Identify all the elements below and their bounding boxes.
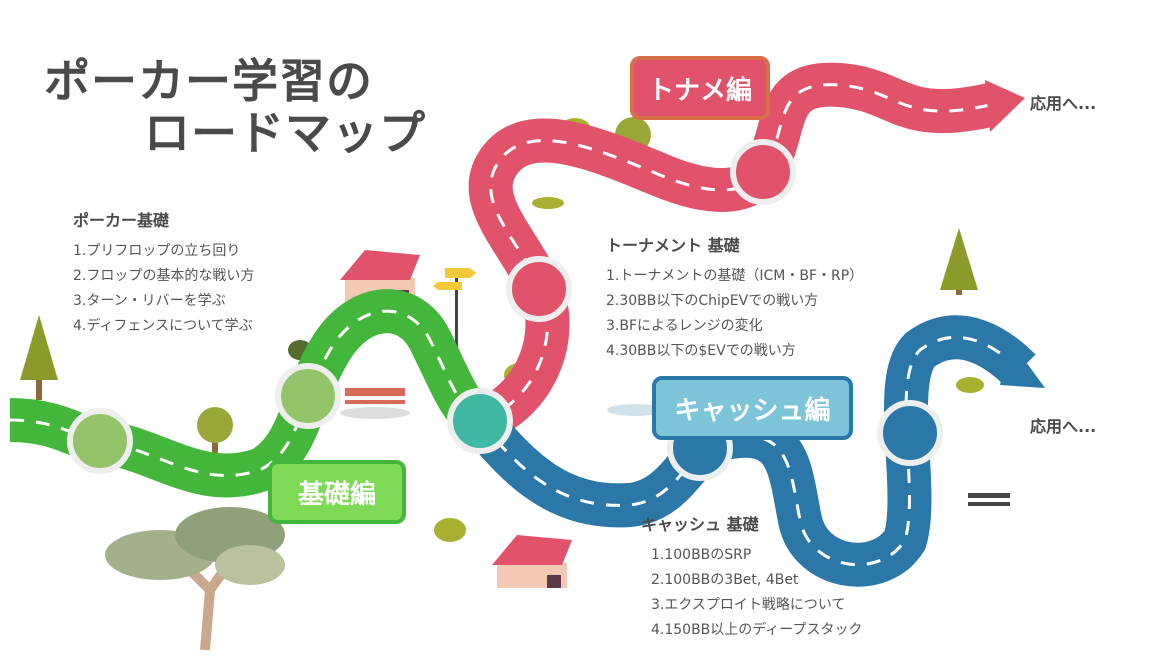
basics-tag: 基礎編 bbox=[268, 460, 406, 524]
bench-icon bbox=[968, 493, 1010, 506]
pine-tree-left bbox=[20, 315, 58, 400]
list-item: 2.フロップの基本的な戦い方 bbox=[73, 268, 255, 284]
tree-mid bbox=[197, 407, 233, 455]
list-item: 2.30BB以下のChipEVでの戦い方 bbox=[606, 293, 819, 309]
milestone-tournament-1 bbox=[506, 256, 572, 322]
list-item: 3.エクスプロイト戦略について bbox=[651, 597, 846, 613]
milestone-cash-2 bbox=[877, 400, 943, 466]
list-item: 1.100BBのSRP bbox=[651, 547, 752, 563]
title-line-1: ポーカー学習の bbox=[44, 54, 373, 108]
page-title: ポーカー学習の ロードマップ bbox=[44, 58, 426, 156]
house-icon bbox=[492, 535, 572, 588]
title-line-2: ロードマップ bbox=[144, 106, 426, 160]
cash-tag: キャッシュ編 bbox=[652, 376, 853, 440]
milestone-markers bbox=[67, 139, 943, 481]
cloud-icon bbox=[607, 404, 663, 416]
cash-advanced-label: 応用へ... bbox=[1030, 417, 1097, 436]
basics-section: ポーカー基礎 1.プリフロップの立ち回り 2.フロップの基本的な戦い方 3.ター… bbox=[73, 207, 254, 339]
milestone-junction bbox=[447, 388, 513, 454]
list-item: 3.ターン・リバーを学ぶ bbox=[73, 293, 226, 309]
list-item: 1.プリフロップの立ち回り bbox=[73, 243, 241, 259]
signpost-icon bbox=[433, 268, 476, 383]
pine-tree-right bbox=[940, 228, 978, 295]
bench-icon bbox=[340, 388, 410, 419]
list-item: 4.150BB以上のディープスタック bbox=[651, 622, 863, 638]
milestone-basics-1 bbox=[67, 408, 133, 474]
list-item: 4.30BB以下の$EVでの戦い方 bbox=[606, 343, 796, 359]
cash-heading: キャッシュ 基礎 bbox=[641, 515, 759, 534]
tournament-heading: トーナメント 基礎 bbox=[606, 236, 740, 255]
tournament-tag: トナメ編 bbox=[630, 56, 770, 120]
list-item: 3.BFによるレンジの変化 bbox=[606, 318, 763, 334]
basics-heading: ポーカー基礎 bbox=[73, 211, 170, 230]
tournament-advanced-label: 応用へ... bbox=[1030, 94, 1097, 113]
list-item: 2.100BBの3Bet, 4Bet bbox=[651, 572, 799, 588]
milestone-tournament-2 bbox=[730, 139, 796, 205]
list-item: 1.トーナメントの基礎（ICM・BF・RP） bbox=[606, 268, 864, 284]
milestone-basics-2 bbox=[275, 363, 341, 429]
cash-section: キャッシュ 基礎 1.100BBのSRP 2.100BBの3Bet, 4Bet … bbox=[641, 511, 862, 643]
cash-road bbox=[462, 315, 1045, 587]
tournament-section: トーナメント 基礎 1.トーナメントの基礎（ICM・BF・RP） 2.30BB以… bbox=[606, 232, 863, 364]
big-tree-illustration bbox=[105, 507, 285, 651]
list-item: 4.ディフェンスについて学ぶ bbox=[73, 318, 253, 334]
